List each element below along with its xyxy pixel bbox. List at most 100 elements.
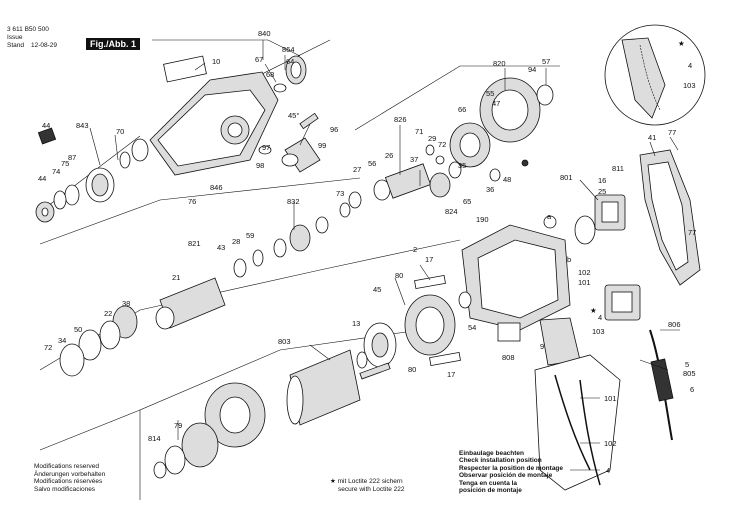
callout-64: 64 (286, 57, 294, 66)
group-frame-bottom (39, 409, 141, 451)
label-plate-808 (497, 322, 521, 342)
callout-2: 2 (413, 245, 417, 254)
note-line: secure with Loctite 222 (338, 485, 405, 493)
gear-housing (449, 77, 554, 182)
callout-66: 66 (458, 105, 466, 114)
selector-knob (258, 112, 321, 173)
callout-36: 36 (486, 185, 494, 194)
callout-843: 843 (76, 121, 89, 130)
callout-17-bottom: 17 (447, 370, 455, 379)
inset-wiring-top (604, 24, 706, 126)
callout-4-inset-bottom: 4 (606, 466, 610, 475)
ring-set-front (35, 127, 149, 223)
callout-38: 38 (122, 299, 130, 308)
callout-80-bottom: 80 (408, 365, 416, 374)
callout-65: 65 (463, 197, 471, 206)
callout-21: 21 (172, 273, 180, 282)
callout-824: 824 (445, 207, 458, 216)
callout-811: 811 (612, 164, 624, 173)
inset-wiring-bottom (534, 354, 621, 491)
callout-80-top: 80 (395, 271, 403, 280)
part-number: 3 611 B50 500 (7, 26, 49, 33)
figure-badge: Fig./Abb. 1 (86, 38, 140, 50)
callout-9: 9 (540, 342, 544, 351)
connector-a-marker: a (547, 212, 552, 221)
callout-45: 45 (373, 285, 381, 294)
callout-25: 25 (598, 187, 606, 196)
stand-label: Stand (7, 42, 24, 49)
handle-shell (639, 149, 701, 286)
callout-73: 73 (336, 189, 344, 198)
callout-70: 70 (116, 127, 124, 136)
callout-16: 16 (598, 176, 606, 185)
leader-lines (89, 40, 680, 471)
callout-98: 98 (256, 161, 264, 170)
callout-101-inset: 101 (604, 394, 617, 403)
callout-826: 826 (394, 115, 407, 124)
callout-57: 57 (542, 57, 550, 66)
callout-13: 13 (352, 319, 360, 328)
callout-806: 806 (668, 320, 681, 329)
callout-808: 808 (502, 353, 515, 362)
switch-assembly (574, 194, 641, 321)
callout-44-bottom: 44 (38, 174, 46, 183)
callout-59: 59 (246, 231, 254, 240)
callout-77-side: 77 (688, 228, 696, 237)
callout-102-inset: 102 (604, 439, 617, 448)
callout-805: 805 (683, 369, 696, 378)
callout-54: 54 (468, 323, 476, 332)
installation-note: Einbaulage beachten Check installation p… (459, 450, 563, 494)
callout-190: 190 (476, 215, 489, 224)
callout-99: 99 (318, 141, 326, 150)
issue-date: 12-08-29 (31, 42, 58, 49)
callout-102: 102 (578, 268, 591, 277)
note-line: posición de montaje (459, 487, 522, 495)
callout-4-inset: 4 (688, 61, 692, 70)
callout-68: 68 (266, 70, 274, 79)
stator (404, 274, 472, 367)
callout-101: 101 (578, 278, 591, 287)
callout-26: 26 (385, 151, 393, 160)
callout-814: 814 (148, 434, 161, 443)
callout-103-inset: 103 (683, 81, 696, 90)
callout-labels: 840 10 864 67 68 64 45° 96 99 97 98 846 … (38, 29, 696, 475)
callout-74: 74 (52, 167, 60, 176)
callout-29: 29 (428, 134, 436, 143)
callout-67: 67 (255, 55, 263, 64)
callout-87: 87 (68, 153, 76, 162)
note-line: mit Loctite 222 sichern (337, 478, 403, 485)
note-line: Modifications reserved (34, 463, 100, 470)
callout-56: 56 (368, 159, 376, 168)
callout-801: 801 (560, 173, 573, 182)
callout-103-switch: 103 (592, 327, 605, 336)
callout-5: 5 (685, 360, 689, 369)
callout-17-top: 17 (425, 255, 433, 264)
loctite-note: ★ mit Loctite 222 sichern secure with Lo… (330, 478, 404, 493)
callout-10: 10 (212, 57, 220, 66)
callout-28: 28 (232, 237, 240, 246)
group-frame-gear (354, 65, 560, 131)
callout-4-switch: 4 (598, 313, 602, 322)
callout-821: 821 (188, 239, 201, 248)
group-frame-top (152, 39, 301, 57)
group-frame-mid (39, 177, 361, 245)
callout-803: 803 (278, 337, 291, 346)
callout-27: 27 (353, 165, 361, 174)
callout-35: 35 (458, 161, 466, 170)
callout-72-top: 72 (438, 140, 446, 149)
callout-77-top: 77 (668, 128, 676, 137)
ring-64 (273, 55, 307, 93)
power-cord (649, 329, 674, 441)
fan-baffle (356, 322, 397, 369)
note-line: Modifications réservées (34, 478, 103, 486)
callout-76: 76 (188, 197, 196, 206)
group-frame-armature (139, 329, 421, 500)
callout-820: 820 (493, 59, 506, 68)
callout-75: 75 (61, 159, 69, 168)
note-line: Respecter la position de montage (459, 464, 564, 472)
hammer-housing (149, 55, 279, 176)
callout-864: 864 (282, 45, 295, 54)
callout-45deg: 45° (288, 111, 299, 120)
loctite-star-inset: ★ (678, 39, 685, 48)
